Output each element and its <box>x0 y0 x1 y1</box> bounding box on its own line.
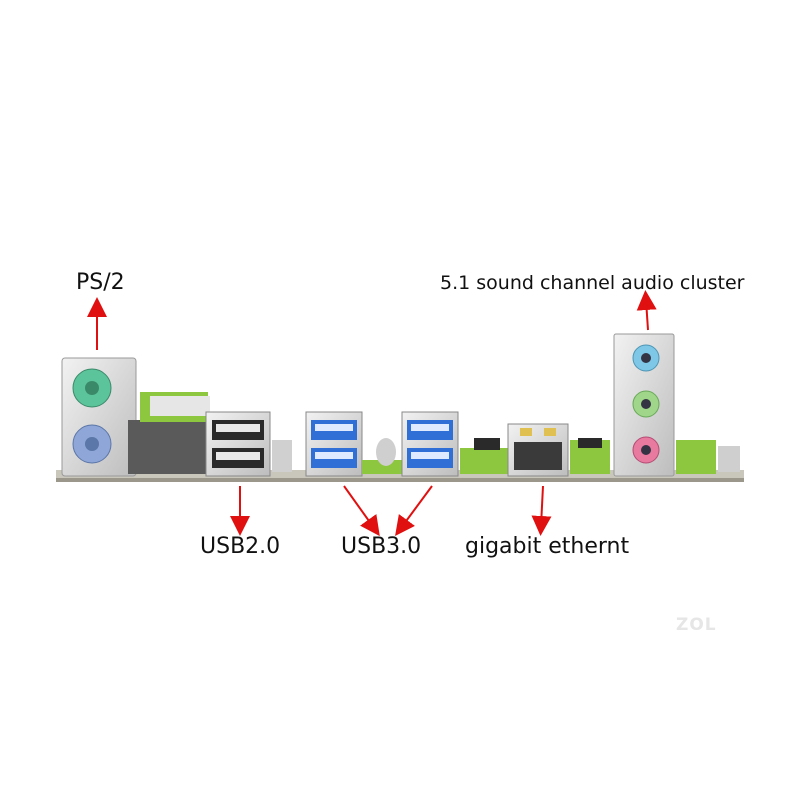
io-panel-photo <box>56 333 744 482</box>
ps2-label: PS/2 <box>76 270 125 295</box>
usb3-arrow-right <box>395 485 433 537</box>
usb2-port-icon <box>205 411 271 477</box>
usb3-port-icon-2 <box>401 411 459 477</box>
usb3-port-icon <box>305 411 363 477</box>
ps2-port-icon <box>61 357 137 477</box>
usb3-arrow-left <box>343 485 380 537</box>
watermark-logo: ZOL <box>676 615 717 635</box>
ethernet-label: gigabit ethernt <box>465 534 630 559</box>
audio-cluster-icon <box>613 333 675 477</box>
audio-cluster-label: 5.1 sound channel audio cluster <box>440 272 745 294</box>
audio-arrow <box>636 290 657 331</box>
usb3-label: USB3.0 <box>341 534 422 559</box>
ethernet-port-icon <box>507 423 569 477</box>
ethernet-arrow <box>531 485 552 536</box>
usb2-label: USB2.0 <box>200 534 281 559</box>
